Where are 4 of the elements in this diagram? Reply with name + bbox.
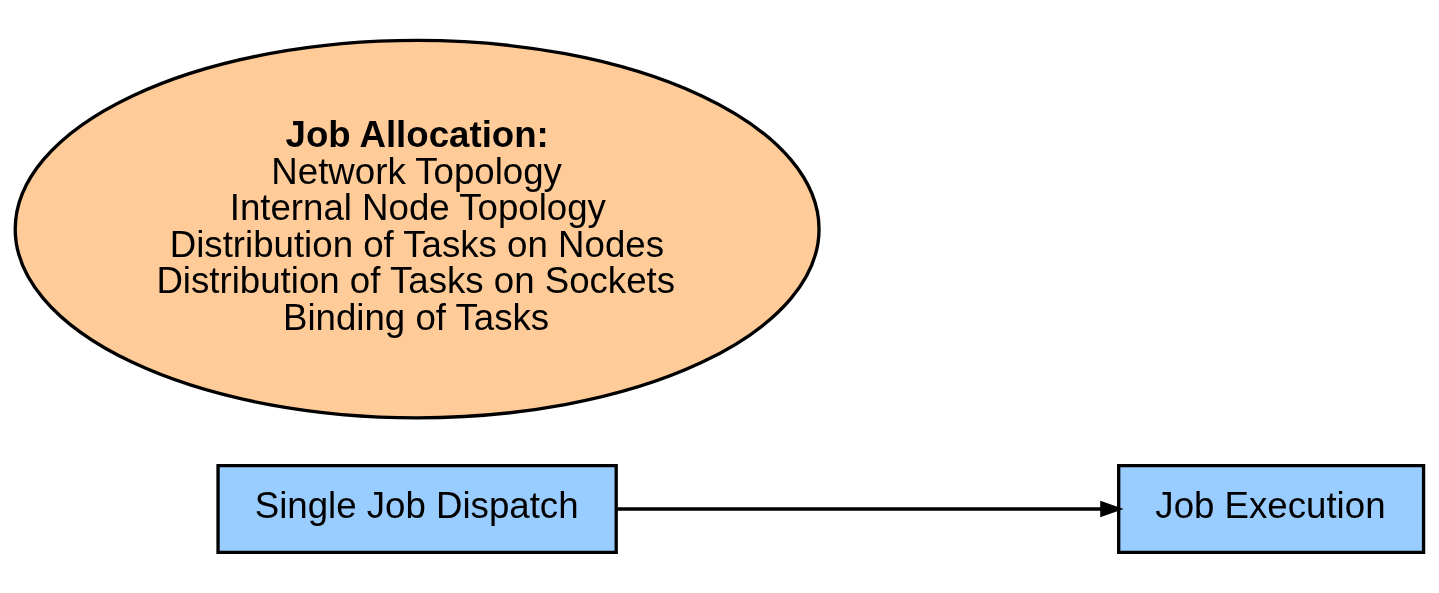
node-box: Single Job Dispatch	[216, 464, 618, 554]
node-ellipse: Job Allocation: Network Topology Internal Node Topology Distribution of Tasks on Nodes Distribution of Tasks on Sockets Binding of Tasks	[13, 38, 821, 420]
node-box: Job Execution	[1117, 464, 1426, 554]
arrow	[616, 500, 1124, 518]
